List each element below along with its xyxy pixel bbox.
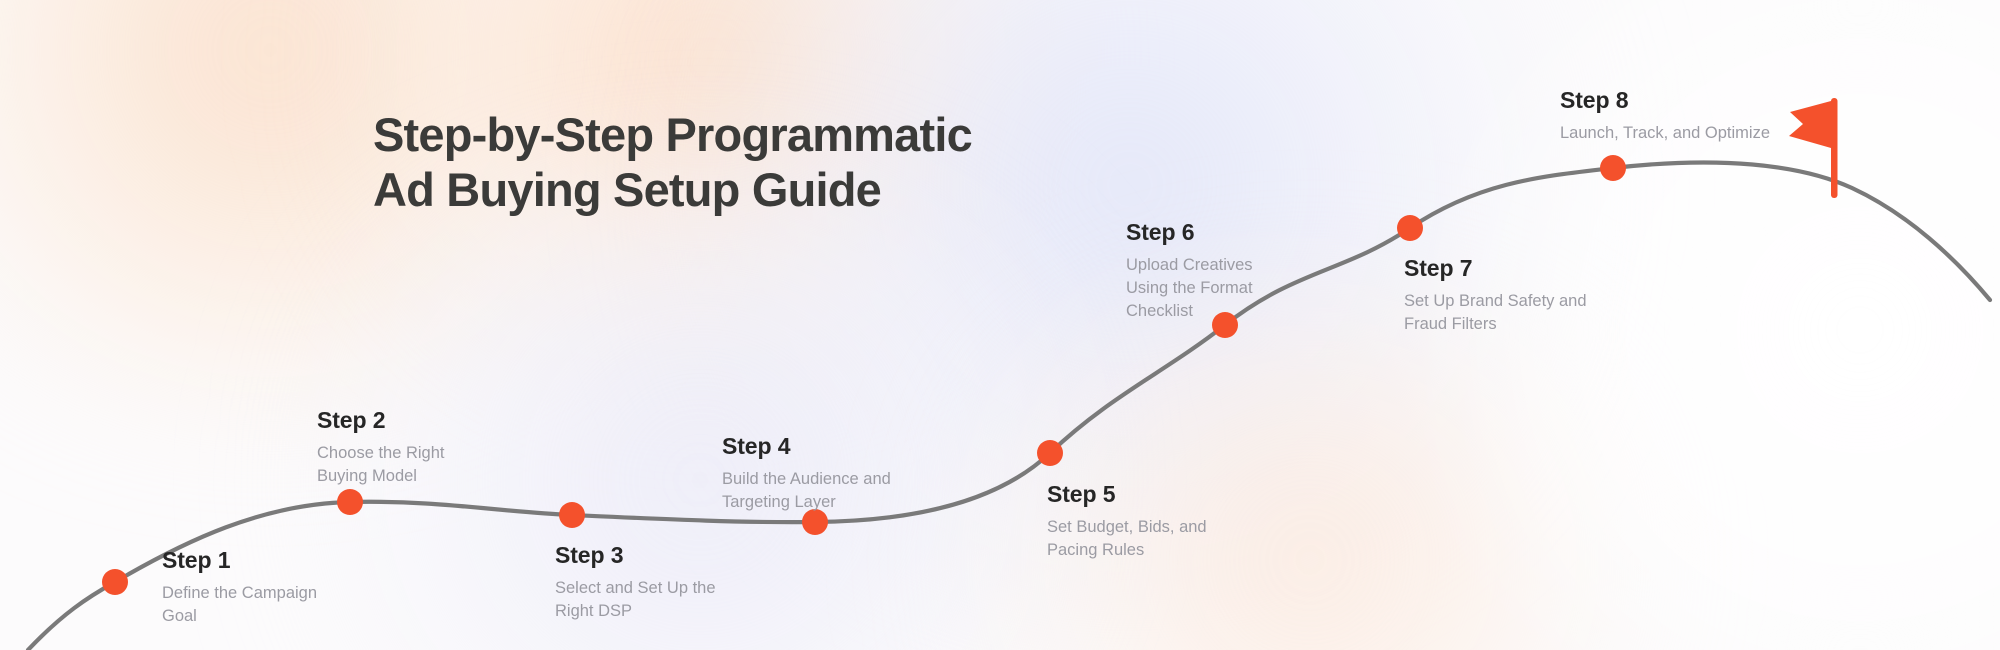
step-label-8[interactable]: Step 8 Launch, Track, and Optimize (1560, 87, 1770, 145)
step-description-line: Define the Campaign (162, 584, 318, 603)
page-title: Step-by-Step Programmatic Ad Buying Setu… (373, 108, 973, 216)
step-description-line: Goal (162, 607, 197, 626)
step-label-2[interactable]: Step 2 Choose the Right Buying Model (317, 407, 445, 488)
step-marker[interactable] (1037, 440, 1063, 466)
step-description-line: Right DSP (555, 602, 633, 621)
step-title: Step 8 (1560, 87, 1629, 113)
step-description-line: Launch, Track, and Optimize (1560, 124, 1771, 143)
step-description: Set Budget, Bids, and Pacing Rules (1047, 516, 1207, 562)
step-marker[interactable] (559, 502, 585, 528)
step-label-1[interactable]: Step 1 Define the Campaign Goal (162, 547, 317, 628)
step-description: Launch, Track, and Optimize (1560, 122, 1770, 145)
step-title: Step 1 (162, 547, 231, 573)
step-description: Set Up Brand Safety and Fraud Filters (1404, 290, 1587, 336)
step-marker[interactable] (337, 489, 363, 515)
step-description-line: Choose the Right (317, 444, 445, 463)
step-description-line: Buying Model (317, 467, 417, 486)
step-description-line: Set Up Brand Safety and (1404, 292, 1587, 311)
milestone-markers (102, 155, 1626, 595)
step-description-line: Checklist (1126, 301, 1193, 320)
step-marker[interactable] (102, 569, 128, 595)
step-title: Step 2 (317, 407, 386, 433)
step-description: Upload Creatives Using the Format Checkl… (1126, 254, 1253, 322)
step-description: Build the Audience and Targeting Layer (722, 468, 891, 514)
step-marker[interactable] (1397, 215, 1423, 241)
step-description-line: Targeting Layer (722, 493, 836, 512)
step-description: Select and Set Up the Right DSP (555, 577, 716, 623)
step-marker[interactable] (1212, 312, 1238, 338)
step-title: Step 5 (1047, 481, 1116, 507)
step-label-7[interactable]: Step 7 Set Up Brand Safety and Fraud Fil… (1404, 255, 1587, 336)
flag-icon (1789, 98, 1838, 198)
step-label-3[interactable]: Step 3 Select and Set Up the Right DSP (555, 542, 716, 623)
step-title: Step 6 (1126, 219, 1195, 245)
step-marker[interactable] (1600, 155, 1626, 181)
step-description-line: Fraud Filters (1404, 315, 1497, 334)
step-description: Choose the Right Buying Model (317, 442, 445, 488)
step-title: Step 4 (722, 433, 791, 459)
step-description: Define the Campaign Goal (162, 582, 317, 628)
step-label-5[interactable]: Step 5 Set Budget, Bids, and Pacing Rule… (1047, 481, 1207, 562)
step-label-6[interactable]: Step 6 Upload Creatives Using the Format… (1126, 219, 1253, 323)
step-description-line: Using the Format (1126, 279, 1253, 298)
step-label-4[interactable]: Step 4 Build the Audience and Targeting … (722, 433, 891, 514)
step-description-line: Pacing Rules (1047, 541, 1145, 560)
step-title: Step 7 (1404, 255, 1473, 281)
step-description-line: Build the Audience and (722, 470, 891, 489)
step-title: Step 3 (555, 542, 624, 568)
step-marker[interactable] (802, 509, 828, 535)
step-description-line: Set Budget, Bids, and (1047, 518, 1207, 537)
step-description-line: Upload Creatives (1126, 256, 1253, 275)
step-description-line: Select and Set Up the (555, 579, 716, 598)
